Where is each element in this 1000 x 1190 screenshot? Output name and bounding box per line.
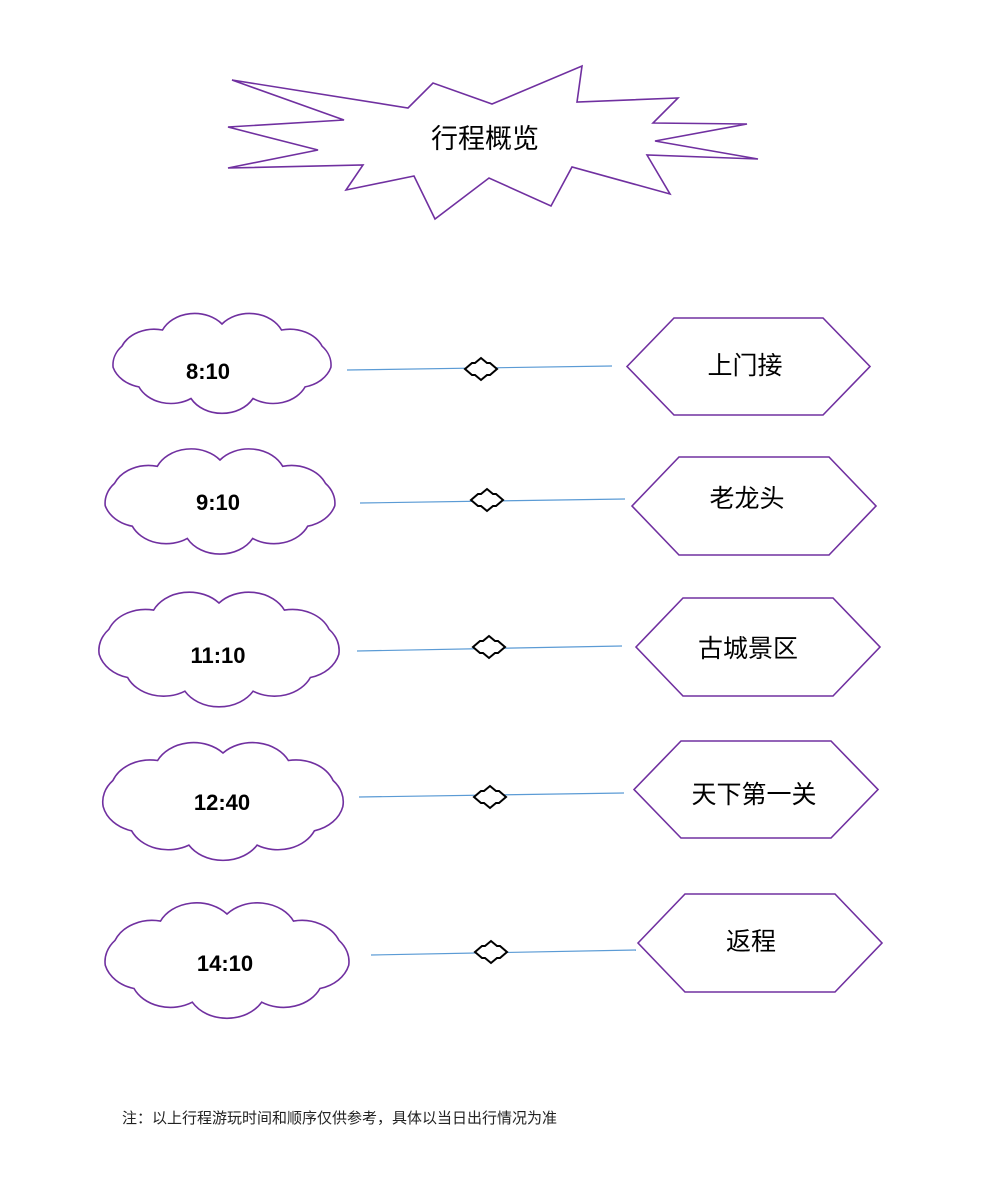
page-title: 行程概览: [431, 124, 539, 155]
time-cloud: [98, 591, 340, 708]
time-label: 9:10: [196, 490, 240, 515]
time-cloud: [112, 312, 332, 415]
place-label: 老龙头: [709, 484, 784, 513]
place-hexagon: [634, 597, 882, 697]
time-label: 11:10: [190, 643, 245, 668]
place-label: 返程: [726, 927, 776, 956]
place-hexagon: [625, 317, 872, 416]
title-starburst: [227, 64, 759, 221]
time-label: 12:40: [194, 790, 250, 815]
place-label: 天下第一关: [691, 780, 816, 809]
itinerary-row: 11:10 古城景区: [98, 591, 882, 708]
time-cloud: [104, 902, 350, 1020]
time-label: 8:10: [186, 359, 230, 384]
arrow-handle-icon: [469, 487, 505, 513]
footnote: 注：以上行程游玩时间和顺序仅供参考，具体以当日出行情况为准: [122, 1109, 558, 1127]
time-cloud: [104, 448, 336, 555]
arrow-handle-icon: [472, 784, 508, 810]
itinerary-row: 14:10 返程: [104, 893, 884, 1020]
place-hexagon: [630, 456, 878, 556]
itinerary-row: 9:10 老龙头: [104, 448, 878, 556]
time-label: 14:10: [197, 951, 253, 976]
place-hexagon: [636, 893, 884, 993]
arrow-handle-icon: [473, 939, 509, 965]
itinerary-row: 8:10 上门接: [112, 312, 872, 416]
arrow-handle-icon: [463, 356, 499, 382]
place-label: 上门接: [707, 351, 782, 380]
place-label: 古城景区: [698, 634, 798, 663]
itinerary-row: 12:40 天下第一关: [101, 740, 880, 862]
place-hexagon: [632, 740, 880, 839]
time-cloud: [101, 741, 345, 862]
arrow-handle-icon: [471, 634, 507, 660]
